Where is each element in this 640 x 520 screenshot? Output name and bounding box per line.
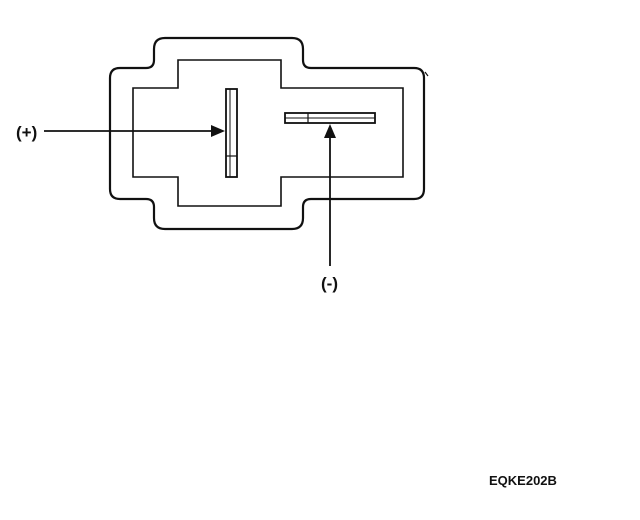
positive-terminal-label: (+) <box>16 123 37 142</box>
negative-terminal-blade <box>284 112 376 124</box>
negative-leader-arrow <box>324 124 336 266</box>
positive-terminal-blade <box>225 88 238 178</box>
corner-tick-mark <box>424 71 429 77</box>
positive-leader-arrow <box>44 125 225 137</box>
connector-housing-inner <box>132 59 404 207</box>
negative-terminal-label: (-) <box>321 274 338 293</box>
connector-housing-outer <box>108 36 426 231</box>
figure-code-label: EQKE202B <box>489 473 557 488</box>
